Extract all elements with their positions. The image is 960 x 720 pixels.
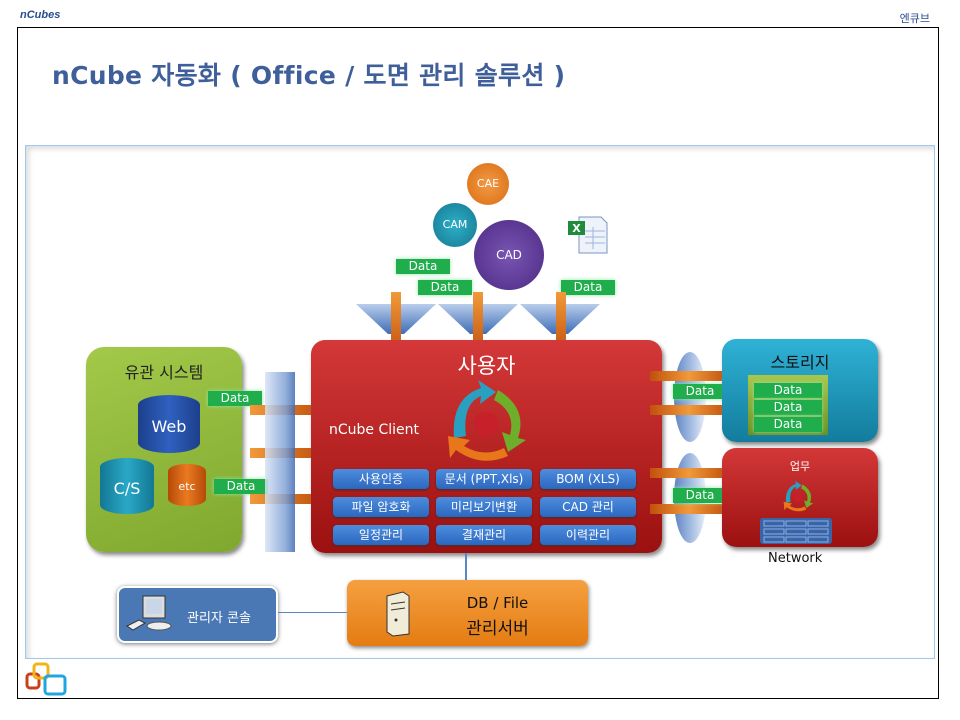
stack-item: Data	[754, 400, 822, 415]
svg-text:X: X	[572, 222, 581, 235]
arrow-bidirectional	[650, 504, 728, 514]
module-bom: BOM (XLS)	[540, 469, 636, 489]
admin-console-label: 관리자 콘솔	[187, 611, 251, 626]
computer-icon	[126, 595, 172, 631]
data-tag: Data	[214, 479, 268, 494]
slide-frame	[17, 27, 939, 699]
network-label: Network	[768, 551, 823, 566]
data-tag: Data	[673, 384, 727, 399]
module-encryption: 파일 암호화	[333, 497, 429, 517]
page-title: nCube 자동화 ( Office / 도면 관리 솔루션 )	[52, 61, 566, 90]
cycle-icon	[783, 480, 814, 512]
stack-item: Data	[754, 383, 822, 398]
module-cad: CAD 관리	[540, 497, 636, 517]
server-box: DB / File 관리서버	[347, 580, 588, 646]
arrow-down	[473, 292, 483, 356]
business-box: 업무	[722, 448, 878, 547]
web-label: Web	[151, 417, 187, 436]
database-web: Web	[138, 395, 200, 453]
etc-label: etc	[178, 480, 196, 493]
data-stack: Data Data Data	[748, 375, 828, 435]
database-etc: etc	[168, 464, 206, 506]
arrow-bidirectional	[650, 371, 728, 381]
network-grid-icon	[760, 518, 832, 544]
module-history: 이력관리	[540, 525, 636, 545]
data-tag: Data	[561, 280, 615, 295]
gear-cam: CAM	[433, 203, 477, 247]
corner-logo-icon	[25, 662, 67, 696]
cycle-icon	[448, 380, 526, 461]
legacy-title: 유관 시스템	[124, 363, 204, 382]
business-title: 업무	[789, 460, 811, 473]
arrow-down	[556, 292, 566, 356]
connector-line	[465, 553, 467, 581]
data-tag: Data	[208, 391, 262, 406]
database-cs: C/S	[100, 458, 154, 514]
client-box: 사용자 nCube Client	[311, 340, 662, 553]
gear-cad: CAD	[474, 220, 544, 290]
module-document: 문서 (PPT,Xls)	[436, 469, 532, 489]
diagram-area	[25, 145, 935, 659]
cs-label: C/S	[113, 479, 141, 498]
server-line2: 관리서버	[466, 619, 529, 639]
module-approval: 결재관리	[436, 525, 532, 545]
arrow-bidirectional	[650, 405, 728, 415]
stack-item: Data	[754, 417, 822, 432]
data-tag: Data	[396, 259, 450, 274]
brand-logo: nCubes	[20, 9, 61, 21]
arrow-bidirectional	[650, 468, 728, 478]
interface-wall	[265, 372, 295, 552]
data-tag: Data	[418, 280, 472, 295]
server-icon	[386, 591, 410, 637]
admin-console-box: 관리자 콘솔	[117, 586, 278, 643]
client-title: 사용자	[457, 354, 516, 378]
module-schedule: 일정관리	[333, 525, 429, 545]
data-tag: Data	[673, 488, 727, 503]
storage-title: 스토리지	[770, 353, 830, 372]
connector-line	[275, 612, 349, 613]
client-label: nCube Client	[329, 422, 420, 438]
server-line1: DB / File	[466, 594, 529, 612]
module-auth: 사용인증	[333, 469, 429, 489]
storage-box: 스토리지 Data Data Data	[722, 339, 878, 442]
module-preview: 미리보기변환	[436, 497, 532, 517]
arrow-down	[391, 292, 401, 356]
brand-korean: 엔큐브	[899, 12, 930, 25]
gear-cae: CAE	[467, 163, 509, 205]
excel-file-icon: X	[568, 216, 608, 254]
